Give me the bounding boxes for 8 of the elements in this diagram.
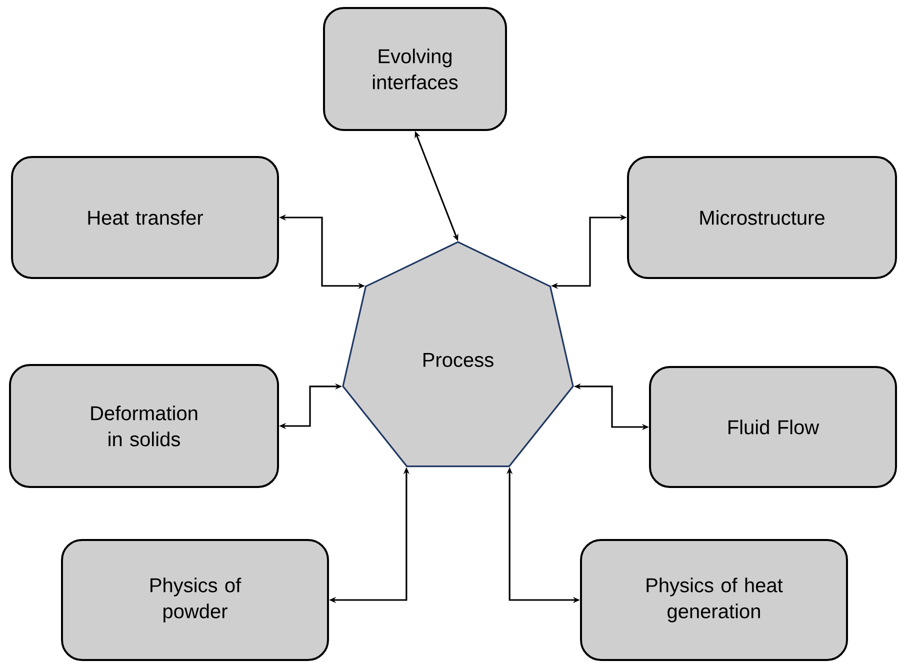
topic-box: Deformation in solids [9,364,279,488]
topic-box: Physics of heat generation [580,539,848,661]
topic-box: Evolving interfaces [323,7,507,131]
topic-box: Heat transfer [11,156,279,279]
topic-box: Physics of powder [61,539,329,661]
heptagon: Process [342,241,574,468]
topic-box: Fluid Flow [649,366,897,488]
topic-box: Microstructure [627,156,897,279]
